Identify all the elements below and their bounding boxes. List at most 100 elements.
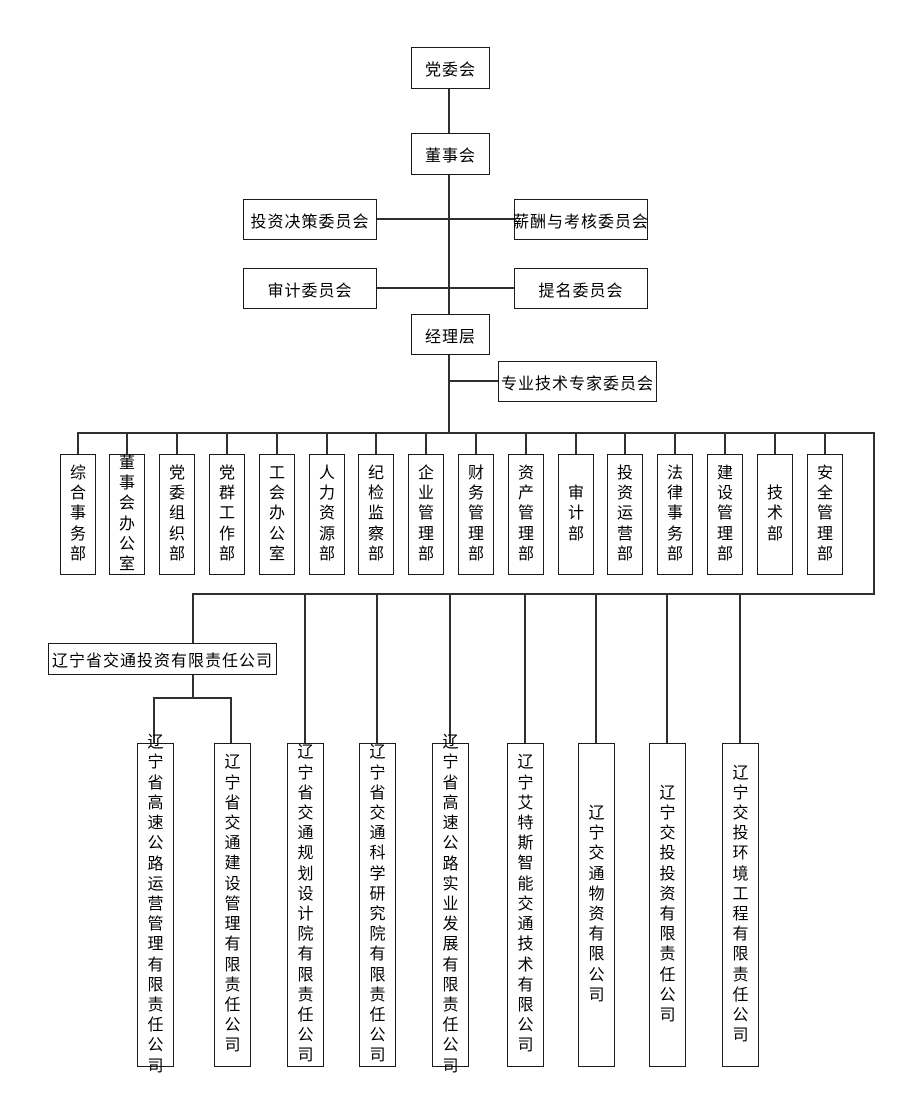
connector-department-drop [774,432,776,454]
connector-department-drop [77,432,79,454]
department-box: 资 产 管 理 部 [508,454,544,575]
department-box-label: 投 资 运 营 部 [616,464,633,563]
department-box-label: 技 术 部 [766,485,783,543]
node-nomination-committee-label: 提名委员会 [538,282,624,300]
subsidiary-box: 辽 宁 省 高 速 公 路 运 营 管 理 有 限 责 任 公 司 [137,734,174,1075]
node-compensation-committee: 薪酬与考核委员会 [513,199,650,240]
connector-right-down [873,432,875,594]
department-box: 安 全 管 理 部 [807,454,843,575]
connector-department-drop [425,432,427,454]
connector-department-drop [475,432,477,454]
subsidiary-box: 辽 宁 省 交 通 建 设 管 理 有 限 责 任 公 司 [214,743,251,1067]
department-box: 财 务 管 理 部 [458,454,494,575]
department-box: 企 业 管 理 部 [408,454,444,575]
connector-department-drop [226,432,228,454]
connector-subsidiary-drop [524,593,526,743]
connector-department-drop [525,432,527,454]
department-box-label: 安 全 管 理 部 [816,464,833,563]
subsidiary-box-label: 辽 宁 艾 特 斯 智 能 交 通 技 术 有 限 公 司 [517,754,534,1055]
connector-board-management [448,175,450,315]
subsidiary-box: 辽 宁 省 交 通 规 划 设 计 院 有 限 责 任 公 司 [287,743,324,1067]
connector-department-drop [575,432,577,454]
node-investment-committee-label: 投资决策委员会 [250,213,370,231]
department-box-label: 纪 检 监 察 部 [367,464,384,563]
subsidiary-box-label: 辽 宁 省 交 通 建 设 管 理 有 限 责 任 公 司 [224,754,241,1055]
node-holding-company: 辽宁省交通投资有限责任公司 [48,643,277,675]
connector-holding-split [153,697,232,699]
connector-subsidiary-drop [666,593,668,743]
connector-department-drop [126,432,128,454]
department-box-label: 党 群 工 作 部 [218,464,235,563]
connector-department-drop [824,432,826,454]
department-box-label: 审 计 部 [567,485,584,543]
department-box: 纪 检 监 察 部 [358,454,394,575]
connector-subsidiary-drop [739,593,741,743]
node-audit-committee-label: 审计委员会 [267,282,353,300]
subsidiary-box-label: 辽 宁 交 通 物 资 有 限 公 司 [588,804,605,1004]
subsidiary-box-label: 辽 宁 省 交 通 科 学 研 究 院 有 限 责 任 公 司 [369,744,386,1065]
department-box-label: 工 会 办 公 室 [268,464,285,563]
node-investment-committee: 投资决策委员会 [243,199,377,240]
connector-department-drop [724,432,726,454]
department-box-label: 资 产 管 理 部 [517,464,534,563]
department-box: 法 律 事 务 部 [657,454,693,575]
department-box-label: 董 事 会 办 公 室 [118,454,135,573]
node-management-label: 经理层 [424,328,476,346]
subsidiary-box-label: 辽 宁 省 高 速 公 路 实 业 发 展 有 限 责 任 公 司 [442,734,459,1075]
connector-department-drop [176,432,178,454]
subsidiary-box: 辽 宁 交 投 环 境 工 程 有 限 责 任 公 司 [722,743,759,1067]
department-box: 综 合 事 务 部 [60,454,96,575]
node-party-committee-label: 党委会 [424,62,476,79]
node-expert-committee: 专业技术专家委员会 [498,361,657,402]
department-box-label: 财 务 管 理 部 [467,464,484,563]
connector-committee-row2 [377,287,514,289]
connector-party-board [448,89,450,134]
node-holding-company-label: 辽宁省交通投资有限责任公司 [51,653,273,670]
connector-subsidiary-drop [304,593,306,743]
subsidiary-box: 辽 宁 交 投 投 资 有 限 责 任 公 司 [649,743,686,1067]
subsidiary-box-label: 辽 宁 省 交 通 规 划 设 计 院 有 限 责 任 公 司 [297,744,314,1065]
department-box-label: 建 设 管 理 部 [716,464,733,563]
department-box-label: 党 委 组 织 部 [168,464,185,563]
department-box: 审 计 部 [558,454,594,575]
connector-committee-row1 [377,218,514,220]
department-box: 党 委 组 织 部 [159,454,195,575]
department-box: 技 术 部 [757,454,793,575]
subsidiary-box-label: 辽 宁 交 投 投 资 有 限 责 任 公 司 [659,784,676,1025]
node-expert-committee-label: 专业技术专家委员会 [500,375,654,393]
connector-department-drop [276,432,278,454]
node-party-committee: 党委会 [411,47,490,89]
department-box: 董 事 会 办 公 室 [109,454,145,575]
connector-subsidiary-drop [376,593,378,743]
department-box: 建 设 管 理 部 [707,454,743,575]
connector-subsidiary-drop [595,593,597,743]
subsidiary-box: 辽 宁 交 通 物 资 有 限 公 司 [578,743,615,1067]
subsidiary-box-label: 辽 宁 省 高 速 公 路 运 营 管 理 有 限 责 任 公 司 [147,734,164,1075]
node-audit-committee: 审计委员会 [243,268,377,309]
connector-expert-committee [448,380,498,382]
subsidiary-box: 辽 宁 省 高 速 公 路 实 业 发 展 有 限 责 任 公 司 [432,734,469,1075]
department-box-label: 综 合 事 务 部 [69,464,86,563]
department-box-label: 人 力 资 源 部 [318,464,335,563]
connector-holding-drop [192,595,194,643]
node-board: 董事会 [411,133,490,175]
department-box: 投 资 运 营 部 [607,454,643,575]
subsidiary-box: 辽 宁 艾 特 斯 智 能 交 通 技 术 有 限 公 司 [507,743,544,1067]
connector-department-drop [375,432,377,454]
connector-subsidiary-rail [192,593,875,595]
department-box: 人 力 资 源 部 [309,454,345,575]
department-box: 工 会 办 公 室 [259,454,295,575]
department-box-label: 企 业 管 理 部 [417,464,434,563]
node-compensation-committee-label: 薪酬与考核委员会 [513,213,650,231]
subsidiary-box-label: 辽 宁 交 投 环 境 工 程 有 限 责 任 公 司 [732,764,749,1045]
subsidiary-box: 辽 宁 省 交 通 科 学 研 究 院 有 限 责 任 公 司 [359,743,396,1067]
connector-department-drop [674,432,676,454]
connector-holding-child2-drop [230,697,232,743]
connector-holding-below [192,675,194,698]
connector-subsidiary-drop [449,593,451,743]
node-management: 经理层 [411,314,490,355]
connector-holding-child1-drop [153,697,155,743]
connector-department-drop [326,432,328,454]
node-nomination-committee: 提名委员会 [514,268,648,309]
